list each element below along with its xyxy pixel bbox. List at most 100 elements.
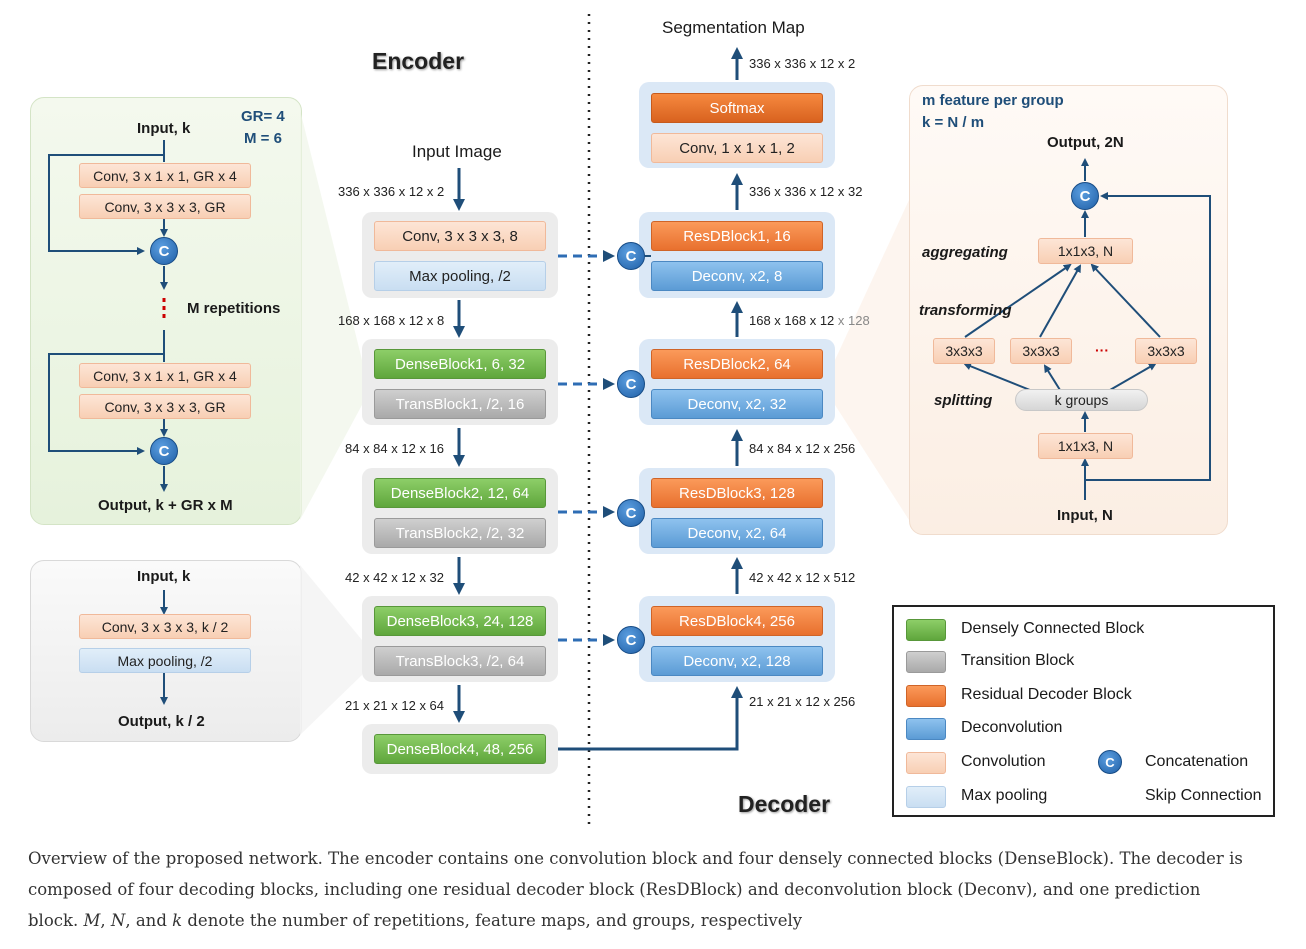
dec-dim-c: 84 x 84 x 12 x 256: [749, 441, 856, 456]
enc-dim-2: 84 x 84 x 12 x 16: [345, 441, 445, 456]
legend-label-conv: Convolution: [961, 753, 1046, 770]
concat-icon-4: C: [617, 626, 645, 654]
dec-res1-block: ResDBlock1, 16: [651, 221, 823, 251]
caption-text: ,: [100, 911, 111, 930]
res-detail-concat: C: [1071, 182, 1099, 210]
dense-detail-conv2: Conv, 3 x 3 x 3, GR: [79, 194, 251, 219]
input-image-label: Input Image: [412, 142, 502, 161]
enc-dim-3: 42 x 42 x 12 x 32: [345, 570, 445, 585]
legend-label-dense: Densely Connected Block: [961, 620, 1145, 637]
caption-line-3: block. M, N, and k denote the number of …: [28, 905, 1278, 936]
dec-dim-b: 168 x 168 x 12 x 128: [749, 313, 870, 328]
concat-icon-2: C: [617, 370, 645, 398]
enc-dense4-block: DenseBlock4, 48, 256: [374, 734, 546, 764]
dec-dim-b-main: 168 x 168 x 12: [749, 313, 835, 328]
res-detail-kgroups: k groups: [1015, 389, 1148, 411]
legend-label-res: Residual Decoder Block: [961, 686, 1132, 703]
dense-detail-input: Input, k: [137, 120, 191, 137]
legend-label-concat: Concatenation: [1145, 753, 1249, 770]
dense-projection: [300, 110, 362, 520]
dec-dim-d: 42 x 42 x 12 x 512: [749, 570, 856, 585]
dec-res4-block: ResDBlock4, 256: [651, 606, 823, 636]
dec-res3-block: ResDBlock3, 128: [651, 478, 823, 508]
trans-detail-output: Output, k / 2: [118, 713, 205, 730]
enc-dim-4: 21 x 21 x 12 x 64: [345, 698, 445, 713]
dec-softmax-block: Softmax: [651, 93, 823, 123]
res-detail-title2: k = N / m: [922, 114, 985, 131]
decoder-title: Decoder: [738, 791, 831, 817]
res-detail-output: Output, 2N: [1047, 134, 1124, 151]
enc-dense1-block: DenseBlock1, 6, 32: [374, 349, 546, 379]
dense-detail-conv4: Conv, 3 x 3 x 3, GR: [79, 394, 251, 419]
segmentation-map-label: Segmentation Map: [662, 18, 805, 37]
legend-swatch-conv: [906, 752, 946, 774]
enc-trans3-block: TransBlock3, /2, 64: [374, 646, 546, 676]
res-detail-branch-3: 3x3x3: [1135, 338, 1197, 364]
trans-detail-conv: Conv, 3 x 3 x 3, k / 2: [79, 614, 251, 639]
dense-detail-conv1: Conv, 3 x 1 x 1, GR x 4: [79, 163, 251, 188]
res-projection: [835, 200, 909, 520]
dense-detail-conv3: Conv, 3 x 1 x 1, GR x 4: [79, 363, 251, 388]
res-detail-title1: m feature per group: [922, 92, 1064, 109]
legend-concat-icon: C: [1098, 750, 1122, 774]
dec-dim-b-tail: x 128: [834, 313, 870, 328]
caption-var-k: k: [172, 911, 183, 930]
res-detail-agg-block: 1x1x3, N: [1038, 238, 1133, 264]
concat-icon-1: C: [617, 242, 645, 270]
concat-icon-3: C: [617, 499, 645, 527]
dense-detail-concat-2: C: [150, 437, 178, 465]
enc-dim-1: 168 x 168 x 12 x 8: [338, 313, 445, 328]
enc-trans2-block: TransBlock2, /2, 32: [374, 518, 546, 548]
enc-dense3-block: DenseBlock3, 24, 128: [374, 606, 546, 636]
dec-deconv3-block: Deconv, x2, 64: [651, 518, 823, 548]
dec-dim-e: 21 x 21 x 12 x 256: [749, 694, 856, 709]
encoder-title: Encoder: [372, 48, 465, 74]
res-detail-splitting: splitting: [934, 392, 993, 409]
dense-detail-gr: GR= 4: [241, 108, 285, 125]
res-detail-split-block: 1x1x3, N: [1038, 433, 1133, 459]
res-detail-branch-2: 3x3x3: [1010, 338, 1072, 364]
dec-res2-block: ResDBlock2, 64: [651, 349, 823, 379]
dec-out-dim: 336 x 336 x 12 x 2: [749, 56, 856, 71]
legend-label-trans: Transition Block: [961, 652, 1075, 669]
caption-line-2: composed of four decoding blocks, includ…: [28, 880, 1201, 899]
enc-input-dim: 336 x 336 x 12 x 2: [338, 184, 445, 199]
trans-projection: [300, 565, 362, 735]
dec-dim-a: 336 x 336 x 12 x 32: [749, 184, 863, 199]
dec-deconv2-block: Deconv, x2, 32: [651, 389, 823, 419]
dense-detail-m: M = 6: [244, 130, 282, 147]
trans-detail-pool: Max pooling, /2: [79, 648, 251, 673]
res-detail-aggregating: aggregating: [922, 244, 1008, 261]
res-detail-input: Input, N: [1057, 507, 1113, 524]
caption-var-m: M: [83, 911, 101, 930]
dec-deconv1-block: Deconv, x2, 8: [651, 261, 823, 291]
figure-caption: Overview of the proposed network. The en…: [28, 843, 1278, 936]
caption-var-n: N: [110, 911, 126, 930]
caption-line-1: Overview of the proposed network. The en…: [28, 849, 1243, 868]
legend-swatch-deconv: [906, 718, 946, 740]
res-detail-ellipsis: ···: [1095, 342, 1109, 358]
caption-text: , and: [125, 911, 173, 930]
legend-label-pool: Max pooling: [961, 787, 1048, 804]
enc-maxpool-block: Max pooling, /2: [374, 261, 546, 291]
legend-swatch-pool: [906, 786, 946, 808]
enc-dense2-block: DenseBlock2, 12, 64: [374, 478, 546, 508]
dense-detail-repetitions: M repetitions: [187, 300, 281, 317]
res-detail-branch-1: 3x3x3: [933, 338, 995, 364]
res-detail-transforming: transforming: [919, 302, 1012, 319]
legend-swatch-trans: [906, 651, 946, 673]
enc-trans1-block: TransBlock1, /2, 16: [374, 389, 546, 419]
trans-detail-input: Input, k: [137, 568, 191, 585]
res-detail-panel: [909, 85, 1228, 535]
caption-text: denote the number of repetitions, featur…: [182, 911, 803, 930]
legend-box: [892, 605, 1275, 817]
dense-detail-concat-1: C: [150, 237, 178, 265]
caption-text: block.: [28, 911, 84, 930]
legend-swatch-dense: [906, 619, 946, 641]
dec-conv-pred-block: Conv, 1 x 1 x 1, 2: [651, 133, 823, 163]
enc-conv-block: Conv, 3 x 3 x 3, 8: [374, 221, 546, 251]
dense-detail-output: Output, k + GR x M: [98, 497, 233, 514]
dec-deconv4-block: Deconv, x2, 128: [651, 646, 823, 676]
legend-label-deconv: Deconvolution: [961, 719, 1063, 736]
